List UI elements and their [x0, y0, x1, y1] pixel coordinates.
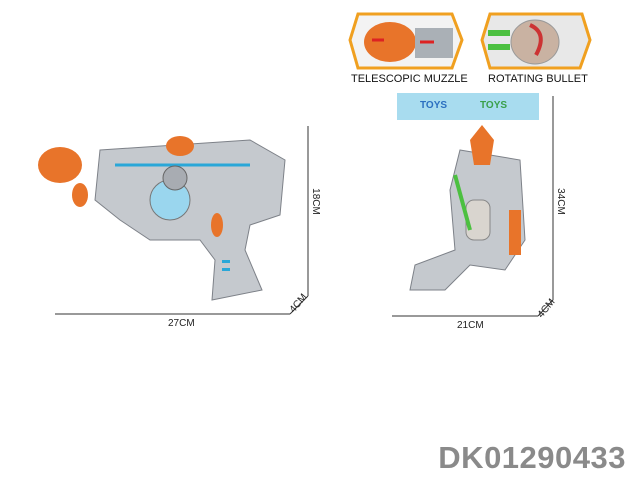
rotating-bullet-image	[480, 12, 592, 70]
svg-text:TOYS: TOYS	[420, 100, 447, 111]
feature-label-telescopic-muzzle: TELESCOPIC MUZZLE	[351, 73, 468, 85]
svg-text:TOYS: TOYS	[480, 100, 507, 111]
telescopic-muzzle-image	[348, 12, 464, 70]
left-height-label: 18CM	[309, 188, 321, 215]
product-code: DK01290433	[438, 440, 626, 475]
header-card: TOYS TOYS	[397, 93, 539, 120]
left-width-label: 27CM	[168, 318, 195, 329]
left-toy-gun-image	[38, 136, 286, 301]
right-height-label: 34CM	[554, 188, 566, 215]
dimension-lines	[55, 96, 554, 317]
right-width-label: 21CM	[457, 320, 484, 331]
feature-label-rotating-bullet: ROTATING BULLET	[488, 73, 588, 85]
right-toy-gun-image	[409, 125, 526, 291]
